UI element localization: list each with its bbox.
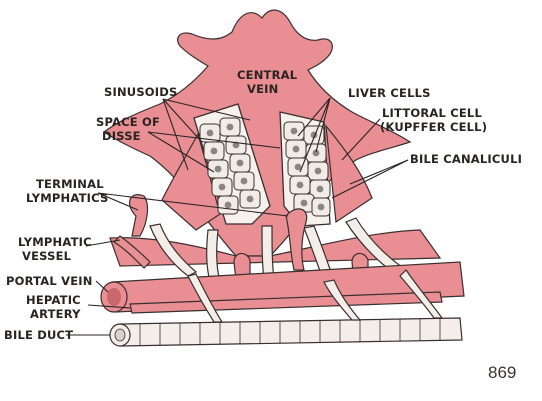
label-hepatic-artery: HEPATIC xyxy=(26,293,81,307)
label-space-of-disse: DISSE xyxy=(102,129,141,143)
label-bile-canaliculi: BILE CANALICULI xyxy=(410,152,522,166)
label-littoral-cell: (KUPFFER CELL) xyxy=(380,120,487,134)
left-cell-column xyxy=(199,117,261,215)
bile-channels xyxy=(187,269,444,323)
label-portal-vein: PORTAL VEIN xyxy=(6,274,93,288)
lymphatic-vessel xyxy=(113,235,151,269)
label-liver-cells: LIVER CELLS xyxy=(348,86,431,100)
label-sinusoids: SINUSOIDS xyxy=(104,85,178,99)
label-central-vein: VEIN xyxy=(247,82,278,96)
label-lymphatic-vessel: VESSEL xyxy=(22,249,72,263)
label-space-of-disse: SPACE OF xyxy=(96,115,160,129)
labels: CENTRAL VEIN SINUSOIDS SPACE OF DISSE LI… xyxy=(4,68,522,342)
page-number: 869 xyxy=(488,363,516,382)
label-bile-duct: BILE DUCT xyxy=(4,328,73,342)
bile-duct-segments xyxy=(139,318,441,346)
right-cell-plate xyxy=(279,111,373,227)
label-central-vein: CENTRAL xyxy=(237,68,298,82)
bile-duct xyxy=(109,317,463,347)
right-cell-column xyxy=(283,121,331,217)
label-lymphatic-vessel: LYMPHATIC xyxy=(18,235,92,249)
leader-lines xyxy=(66,97,409,336)
label-terminal-lymphatics: LYMPHATICS xyxy=(26,191,108,205)
label-littoral-cell: LITTORAL CELL xyxy=(382,106,482,120)
label-terminal-lymphatics: TERMINAL xyxy=(36,177,104,191)
label-hepatic-artery: ARTERY xyxy=(30,307,81,321)
